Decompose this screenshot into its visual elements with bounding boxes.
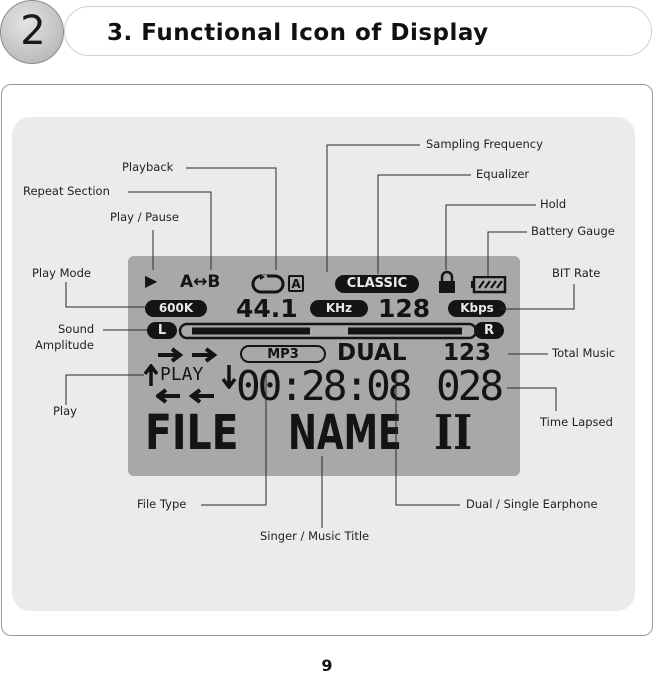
playback-repeat-icon [251, 274, 285, 294]
battery-icon [471, 276, 507, 294]
title-bar [64, 6, 652, 56]
kbps-unit-badge: Kbps [448, 300, 506, 317]
repeat-mode-box: A [288, 275, 304, 292]
earphone-mode-text: DUAL [337, 340, 407, 366]
name-text: NAME [288, 405, 402, 461]
callout-bit-rate: BIT Rate [552, 266, 601, 280]
callout-play: Play [53, 404, 77, 418]
callout-play-mode: Play Mode [32, 266, 91, 280]
lock-icon [439, 270, 455, 293]
bit-rate-value: 128 [378, 294, 431, 323]
callout-singer-title: Singer / Music Title [260, 529, 370, 543]
left-channel-badge: L [147, 322, 177, 339]
callout-sound-amplitude-line1: Sound [58, 322, 95, 336]
callout-sampling-frequency: Sampling Frequency [426, 137, 543, 151]
callout-hold: Hold [540, 197, 567, 211]
eq-classic-badge: CLASSIC [335, 275, 419, 293]
total-music-value: 123 [443, 340, 492, 366]
file-name-text: FILE [145, 405, 239, 461]
callout-sound-amplitude-line2: Amplitude [35, 338, 94, 352]
back-arrows-icon [156, 388, 214, 404]
elapsed-time: 00:28:08 [236, 362, 412, 410]
play-label: PLAY [160, 364, 204, 385]
title-text: II [434, 405, 473, 461]
callout-play-pause: Play / Pause [110, 210, 179, 224]
page-title: 3. Functional Icon of Display [107, 20, 489, 46]
repeat-arrows-icon [158, 347, 218, 363]
track-number: 028 [436, 362, 504, 410]
play-pause-icon: ▶ [145, 271, 158, 290]
file-type-badge: MP3 [240, 345, 326, 363]
down-arrow-icon [221, 365, 237, 389]
repeat-ab-icon: A↔B [180, 272, 221, 292]
callout-repeat-section: Repeat Section [23, 184, 110, 198]
callout-playback: Playback [122, 160, 174, 174]
callout-battery-gauge: Battery Gauge [531, 224, 615, 238]
section-badge: 2 [0, 0, 64, 64]
bitrate-indicator-badge: 600K [145, 300, 207, 317]
right-channel-badge: R [474, 322, 504, 339]
section-number: 2 [20, 8, 46, 54]
page-number: 9 [321, 656, 333, 675]
callout-time-lapsed: Time Lapsed [540, 415, 613, 429]
callout-total-music: Total Music [552, 346, 616, 360]
khz-unit-badge: KHz [310, 300, 368, 317]
callout-file-type: File Type [137, 497, 187, 511]
callout-equalizer: Equalizer [476, 167, 530, 181]
sampling-frequency-value: 44.1 [236, 294, 298, 323]
callout-dual-single-earphone: Dual / Single Earphone [466, 497, 598, 511]
up-arrow-icon [144, 364, 158, 386]
